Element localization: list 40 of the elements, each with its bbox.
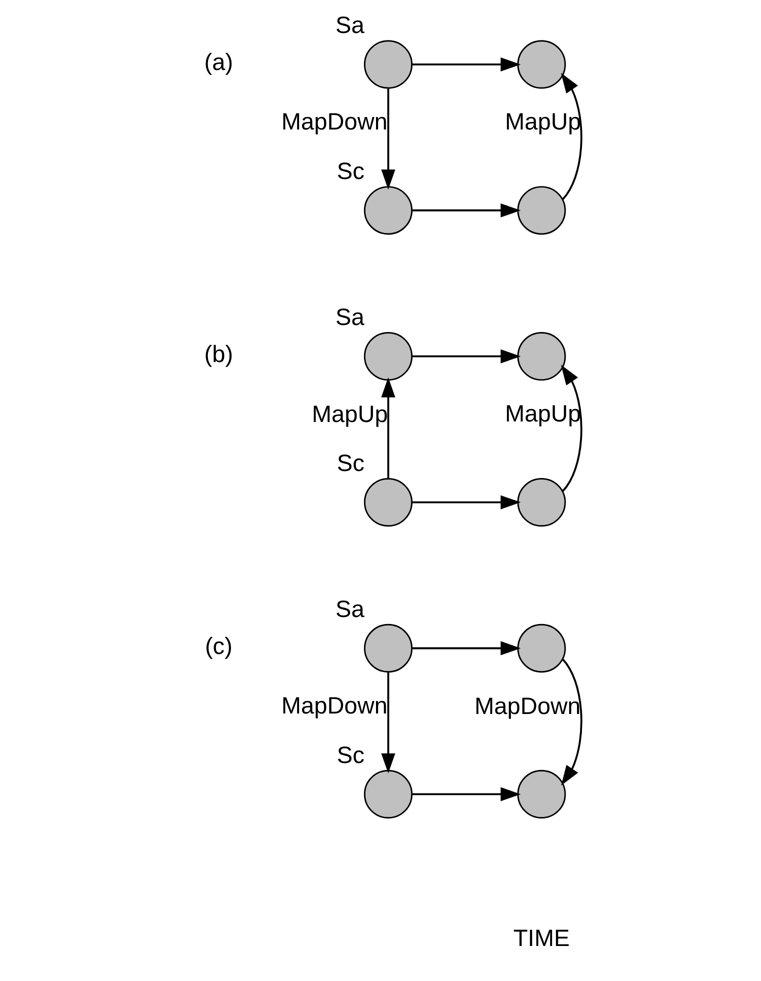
node-circle: [517, 770, 566, 819]
node-label: Sc: [336, 450, 364, 476]
arrow: [560, 72, 582, 200]
edge-label: MapDown: [281, 692, 388, 718]
label: (c): [204, 632, 232, 659]
node-label: Sa: [335, 596, 364, 622]
node-label: Sa: [335, 304, 364, 330]
node-circle: [364, 186, 413, 235]
label: TIME: [513, 924, 570, 951]
node-circle: [517, 40, 566, 89]
arrow: [561, 658, 582, 786]
arrow: [381, 377, 396, 479]
edge-label: MapDown: [474, 692, 581, 719]
node-label: Sc: [336, 742, 364, 768]
node-circle: [364, 332, 413, 381]
arrow: [412, 787, 521, 802]
arrow: [381, 88, 396, 190]
node-circle: [364, 478, 413, 527]
arrow: [412, 641, 521, 656]
node-circle: [364, 624, 413, 673]
node-label: Sc: [336, 158, 364, 184]
edge-label: MapUp: [312, 401, 388, 428]
arrow: [412, 495, 521, 510]
arrow: [412, 203, 521, 218]
node-circle: [364, 770, 413, 819]
node-circle: [364, 40, 413, 89]
edge-label: MapUp: [505, 400, 582, 426]
node-circle: [517, 332, 566, 381]
label: (a): [204, 49, 234, 76]
node-label: Sa: [335, 12, 364, 38]
edge-label: MapDown: [281, 108, 388, 135]
label: (b): [204, 340, 234, 367]
arrow: [381, 672, 396, 774]
node-circle: [517, 478, 566, 527]
node-circle: [517, 186, 566, 235]
arrow: [412, 57, 521, 72]
edge-label: MapUp: [505, 108, 582, 134]
arrow: [560, 364, 582, 492]
arrow: [412, 349, 521, 364]
node-circle: [517, 624, 566, 673]
